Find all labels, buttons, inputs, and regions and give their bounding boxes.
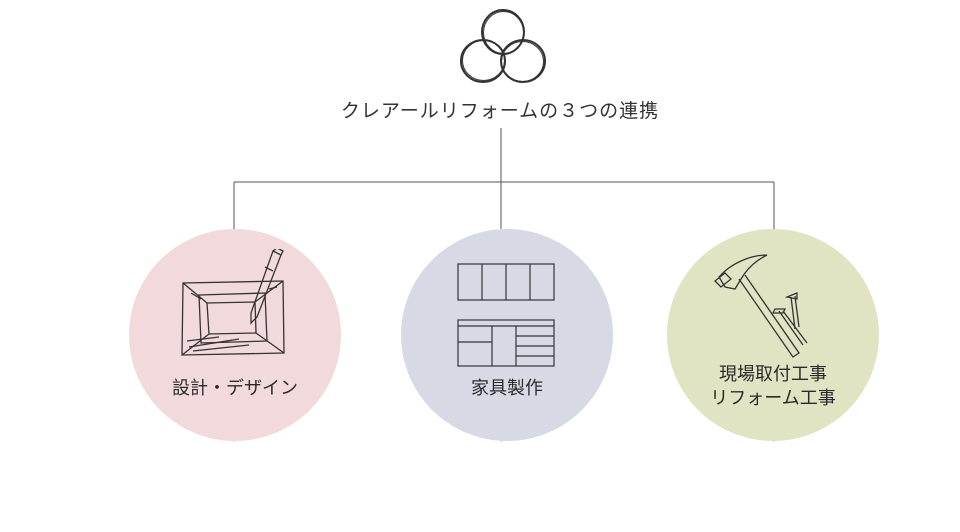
node-design: 設計・デザイン <box>129 229 341 441</box>
node-furniture: 家具製作 <box>401 229 613 441</box>
node-label: 設計・デザイン <box>172 378 298 399</box>
node-label: 家具製作 <box>471 378 543 399</box>
node-label-line-1: 現場取付工事 <box>719 364 827 385</box>
node-label-line-2: リフォーム工事 <box>710 388 836 409</box>
tablet-pencil-icon <box>181 249 285 356</box>
hammer-nails-icon <box>714 254 808 358</box>
three-circles-logo-icon <box>460 9 546 83</box>
cabinet-icon <box>457 263 555 367</box>
diagram-title: クレアールリフォームの３つの連携 <box>340 100 660 122</box>
node-construction: 現場取付工事 リフォーム工事 <box>667 229 879 441</box>
node-label: 現場取付工事 リフォーム工事 <box>667 363 879 411</box>
